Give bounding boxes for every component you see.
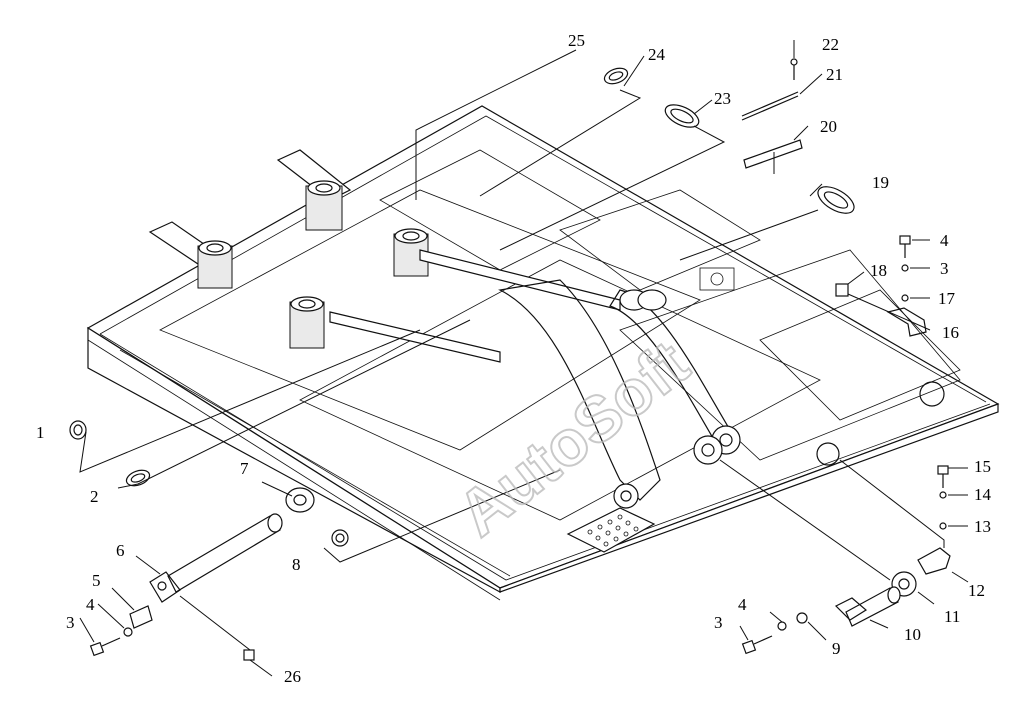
callout-19: 19 [872, 173, 889, 192]
callout-9: 9 [832, 639, 841, 658]
callout-25: 25 [568, 31, 585, 50]
callout-3-right: 3 [714, 613, 723, 632]
callout-6: 6 [116, 541, 125, 560]
callout-numbers: 1 2 3 4 5 6 7 8 9 10 11 12 13 14 15 16 1… [36, 31, 992, 686]
callout-18: 18 [870, 261, 887, 280]
callout-4-right: 4 [738, 595, 747, 614]
callout-5: 5 [92, 571, 101, 590]
upper-frame-structure [148, 149, 741, 553]
callout-4: 4 [86, 595, 95, 614]
callout-20: 20 [820, 117, 837, 136]
main-frame [86, 105, 1000, 601]
callout-3: 3 [66, 613, 75, 632]
callout-8: 8 [292, 555, 301, 574]
callout-24: 24 [648, 45, 666, 64]
leader-lines [79, 40, 969, 677]
callout-13: 13 [974, 517, 991, 536]
callout-7: 7 [240, 459, 249, 478]
callout-1: 1 [36, 423, 45, 442]
callout-14: 14 [974, 485, 992, 504]
callout-3-upper: 3 [940, 259, 949, 278]
callout-11: 11 [944, 607, 960, 626]
callout-17: 17 [938, 289, 956, 308]
loose-parts [69, 58, 951, 661]
callout-16: 16 [942, 323, 959, 342]
callout-12: 12 [968, 581, 985, 600]
step-plate-holes [587, 514, 639, 547]
callout-2: 2 [90, 487, 99, 506]
callout-21: 21 [826, 65, 843, 84]
callout-23: 23 [714, 89, 731, 108]
callout-15: 15 [974, 457, 991, 476]
callout-10: 10 [904, 625, 921, 644]
callout-22: 22 [822, 35, 839, 54]
callout-26: 26 [284, 667, 301, 686]
callout-4-upper: 4 [940, 231, 949, 250]
